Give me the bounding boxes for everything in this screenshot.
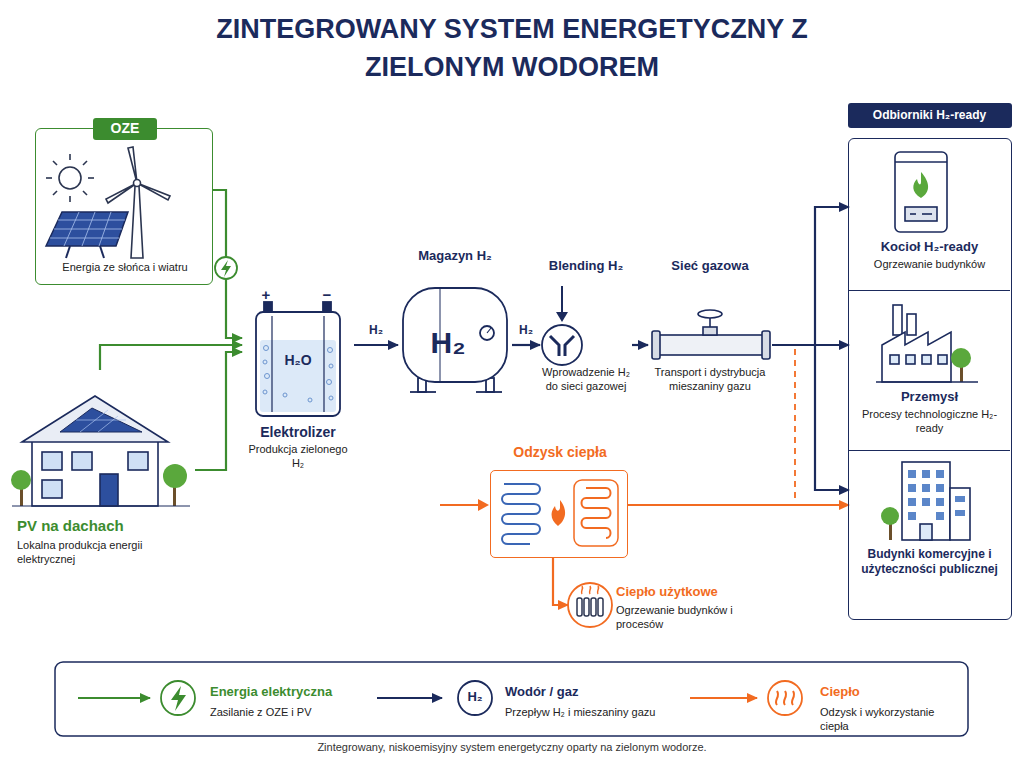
node-heading: Kocioł H₂-ready: [851, 239, 1008, 255]
consumer-box: Kocioł H₂-readyOgrzewanie budynków: [849, 139, 1010, 291]
heat-exchanger-icon: [502, 480, 618, 546]
storage-node: Magazyn H₂ H₂: [398, 248, 512, 396]
legend-text: Energia elektryczna: [210, 684, 390, 700]
node-text: Transport i dystrybucja mieszaniny gazu: [648, 366, 772, 394]
heat-input-arrow: [440, 504, 480, 506]
node-text: Produkcja zielonego H₂: [242, 443, 354, 471]
node-text: Lokalna produkcja energii elektrycznej: [17, 539, 157, 567]
node-heading: Przemysł: [851, 389, 1008, 405]
house-illustration: [22, 396, 168, 506]
consumer-box: PrzemysłProcesy technologiczne H₂-ready: [849, 291, 1010, 451]
flow-connector: [512, 344, 540, 346]
flow-connector: [213, 190, 242, 338]
label-text: H₂: [462, 689, 488, 705]
label-text: Zasilanie z OZE i PV: [210, 706, 360, 720]
flow-connector: [772, 345, 849, 490]
node-text: Elektrolizer: [242, 424, 354, 442]
node-text: Ogrzewanie budynków i procesów: [616, 604, 748, 632]
node-heading: Odzysk ciepła: [491, 444, 629, 462]
legend-swatch: [78, 697, 150, 699]
office-building-icon: [881, 462, 970, 540]
edge-label: H₂: [362, 323, 390, 338]
legend-swatch: [377, 697, 442, 699]
node-heading: Budynki komercyjne i użyteczności public…: [851, 547, 1008, 577]
node-text: Energia ze słońca i wiatru: [40, 261, 210, 275]
boiler-icon: [895, 152, 947, 232]
node-heading: Magazyn H₂: [398, 248, 512, 264]
blending-valve: [542, 325, 582, 365]
legend-heat-icon: [768, 681, 802, 715]
node-heading: PV na dachach: [17, 517, 193, 536]
flow-connector: [553, 558, 568, 605]
node-text: Ogrzewanie budynków: [851, 258, 1008, 272]
tree: [163, 464, 187, 506]
ground-line: [12, 506, 190, 507]
electrolyzer-node: H₂O ElektrolizerProdukcja zielonego H₂: [242, 290, 354, 475]
power-symbol: [215, 257, 237, 279]
consumer-box: Budynki komercyjne i użyteczności public…: [849, 451, 1010, 618]
label-text: Przepływ H₂ i mieszaniny gazu: [505, 706, 675, 720]
legend-text: Wodór / gaz: [505, 684, 685, 700]
node-heading: OZE: [93, 118, 157, 140]
terminal-sign: +: [259, 286, 273, 305]
node-heading: H₂O: [242, 352, 354, 370]
heat-recovery-box: Odzysk ciepła: [490, 470, 628, 558]
blending-node: Blending H₂ Wprowadzenie H₂ do sieci gazo…: [540, 258, 632, 398]
solar-panel: [46, 212, 128, 258]
legend-electric-icon: [161, 681, 195, 715]
label-text: Odzysk i wykorzystanie ciepła: [820, 706, 960, 734]
flow-connector: [100, 345, 242, 370]
useful-heat-node: Ciepło użytkoweOgrzewanie budynków i pro…: [568, 582, 748, 644]
tree: [11, 470, 31, 506]
rooftop-pv-node: PV na dachachLokalna produkcja energii e…: [15, 370, 195, 580]
legend-hydrogen-icon: [458, 681, 492, 715]
factory-icon: [876, 305, 978, 382]
arrow-head: [478, 499, 489, 511]
flow-connector: [195, 352, 242, 470]
legend-text: Ciepło: [820, 684, 1000, 700]
node-text: Procesy technologiczne H₂-ready: [851, 408, 1008, 436]
edge-label: H₂: [512, 323, 540, 338]
legend-swatch: [690, 697, 757, 699]
blending-input-arrow: [561, 286, 563, 314]
terminal-sign: −: [320, 286, 334, 305]
flow-connector: [628, 504, 849, 506]
gas-pipe: [652, 310, 770, 359]
gas-network-node: Sieć gazowaTransport i dystrybucja miesz…: [648, 258, 772, 398]
flow-connector: [632, 344, 648, 346]
node-heading: Ciepło użytkowe: [616, 584, 748, 600]
node-text: Wprowadzenie H₂ do sieci gazowej: [540, 366, 632, 394]
sun-icon: [46, 154, 94, 202]
node-text: H₂: [418, 324, 478, 362]
node-heading: Sieć gazowa: [648, 258, 772, 274]
radiator-icon: [568, 583, 612, 627]
flow-connector: [354, 344, 398, 346]
consumers-panel: Odbiorniki H₂-readyKocioł H₂-readyOgrzew…: [848, 138, 1012, 620]
hydrogen-tank: [403, 288, 507, 392]
diagram-title: ZINTEGROWANY SYSTEM ENERGETYCZNY Z ZIELO…: [212, 10, 812, 86]
arrow-head: [556, 312, 568, 322]
node-heading: Odbiorniki H₂-ready: [848, 103, 1012, 128]
dashed-heat-link: [794, 349, 796, 500]
diagram-caption: Zintegrowany, niskoemisyjny system energ…: [112, 741, 912, 755]
node-heading: Blending H₂: [540, 258, 632, 274]
flow-connector: [772, 207, 849, 345]
source-box: OZEEnergia ze słońca i wiatru: [35, 128, 213, 285]
